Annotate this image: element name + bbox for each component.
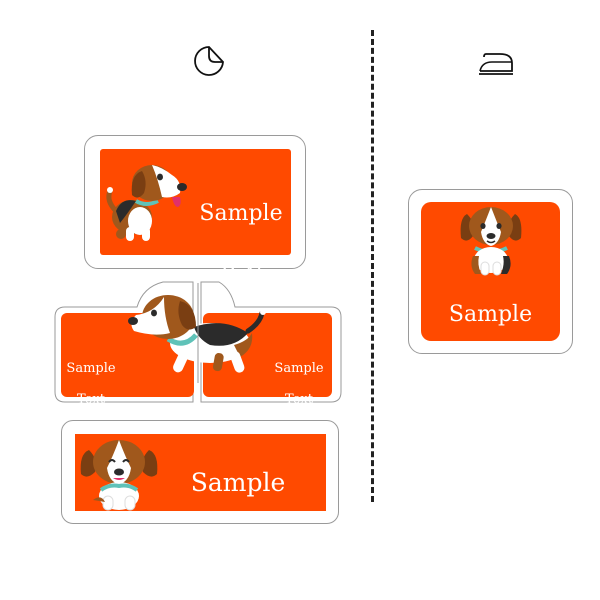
- wide-label-text: Sample Text: [185, 438, 291, 558]
- wide-label-line1: Sample: [190, 468, 286, 497]
- rect-label-card[interactable]: Sample Text: [84, 135, 306, 279]
- rect-label-background: Sample Text: [100, 149, 291, 279]
- wide-label-card[interactable]: Sample Text: [61, 420, 339, 557]
- square-label-background: Sample Text: [421, 202, 560, 380]
- column-divider: [371, 30, 374, 502]
- square-label-card[interactable]: Sample Text: [408, 189, 573, 380]
- iron-icon: [479, 53, 513, 75]
- split-right-text: Sample Text: [271, 345, 327, 407]
- beagle-sitting-illustration: [460, 207, 522, 276]
- split-right-line2: Text: [285, 391, 313, 407]
- beagle-illustration: [106, 165, 187, 241]
- split-left-line1: Sample: [66, 360, 116, 376]
- running-beagle-illustration: [128, 283, 266, 383]
- sticker-peel-icon: [194, 46, 224, 76]
- square-label-line2: Text: [466, 355, 515, 381]
- rect-label-line2: Text: [217, 254, 265, 280]
- beagle-front-illustration: [80, 440, 158, 511]
- split-right-line1: Sample: [274, 360, 324, 376]
- wide-label-background: Sample Text: [75, 434, 326, 557]
- split-left-line2: Text: [77, 391, 105, 407]
- rect-label-text: Sample Text: [196, 175, 286, 281]
- rect-label-line1: Sample: [199, 201, 283, 227]
- square-label-line1: Sample: [448, 302, 533, 328]
- square-label-text: Sample Text: [431, 276, 550, 382]
- split-left-text: Sample Text: [63, 345, 119, 407]
- wide-label-line2: Text: [211, 528, 265, 557]
